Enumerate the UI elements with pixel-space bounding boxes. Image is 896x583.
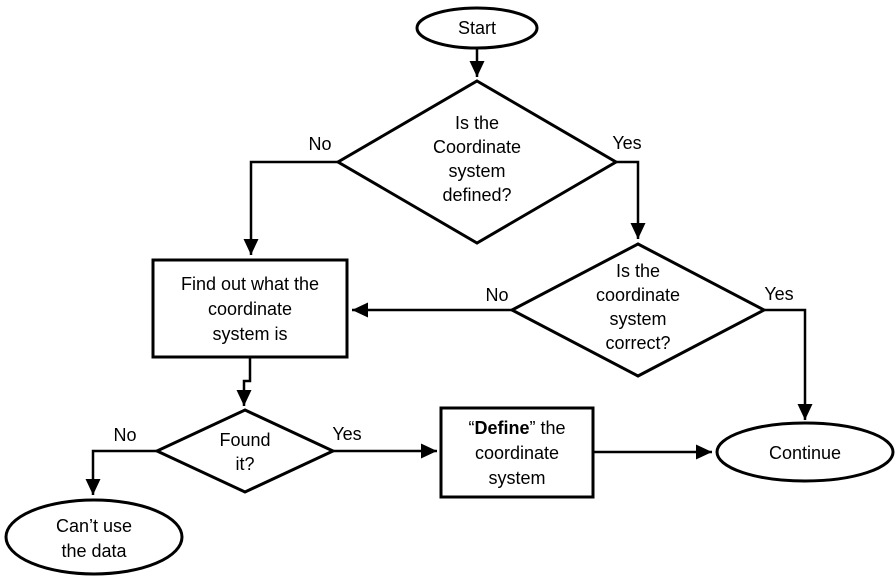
start-node <box>415 6 539 50</box>
terminator-continue <box>715 421 895 483</box>
label-found-no: No <box>113 425 136 445</box>
arrow-found-no-to-cant-use <box>85 449 157 495</box>
arrow-correct-yes-to-continue <box>764 308 813 420</box>
decision-coordinate-correct <box>508 242 768 378</box>
decision-coordinate-defined <box>335 79 619 245</box>
process-define-line1: “Define” the <box>468 418 565 438</box>
arrow-defined-yes-to-correct <box>616 160 646 239</box>
arrow-defined-no-to-find-out <box>243 160 338 255</box>
process-define <box>439 406 595 499</box>
arrow-find-out-to-found <box>236 357 252 406</box>
start-label: Start <box>458 18 496 38</box>
terminator-cant-use <box>4 498 184 576</box>
label-found-yes: Yes <box>332 424 361 444</box>
process-find-out <box>151 258 349 359</box>
label-defined-no: No <box>308 134 331 154</box>
label-correct-yes: Yes <box>764 284 793 304</box>
label-correct-no: No <box>485 285 508 305</box>
decision-found-it <box>153 408 337 494</box>
label-defined-yes: Yes <box>612 133 641 153</box>
terminator-continue-label: Continue <box>769 443 841 463</box>
